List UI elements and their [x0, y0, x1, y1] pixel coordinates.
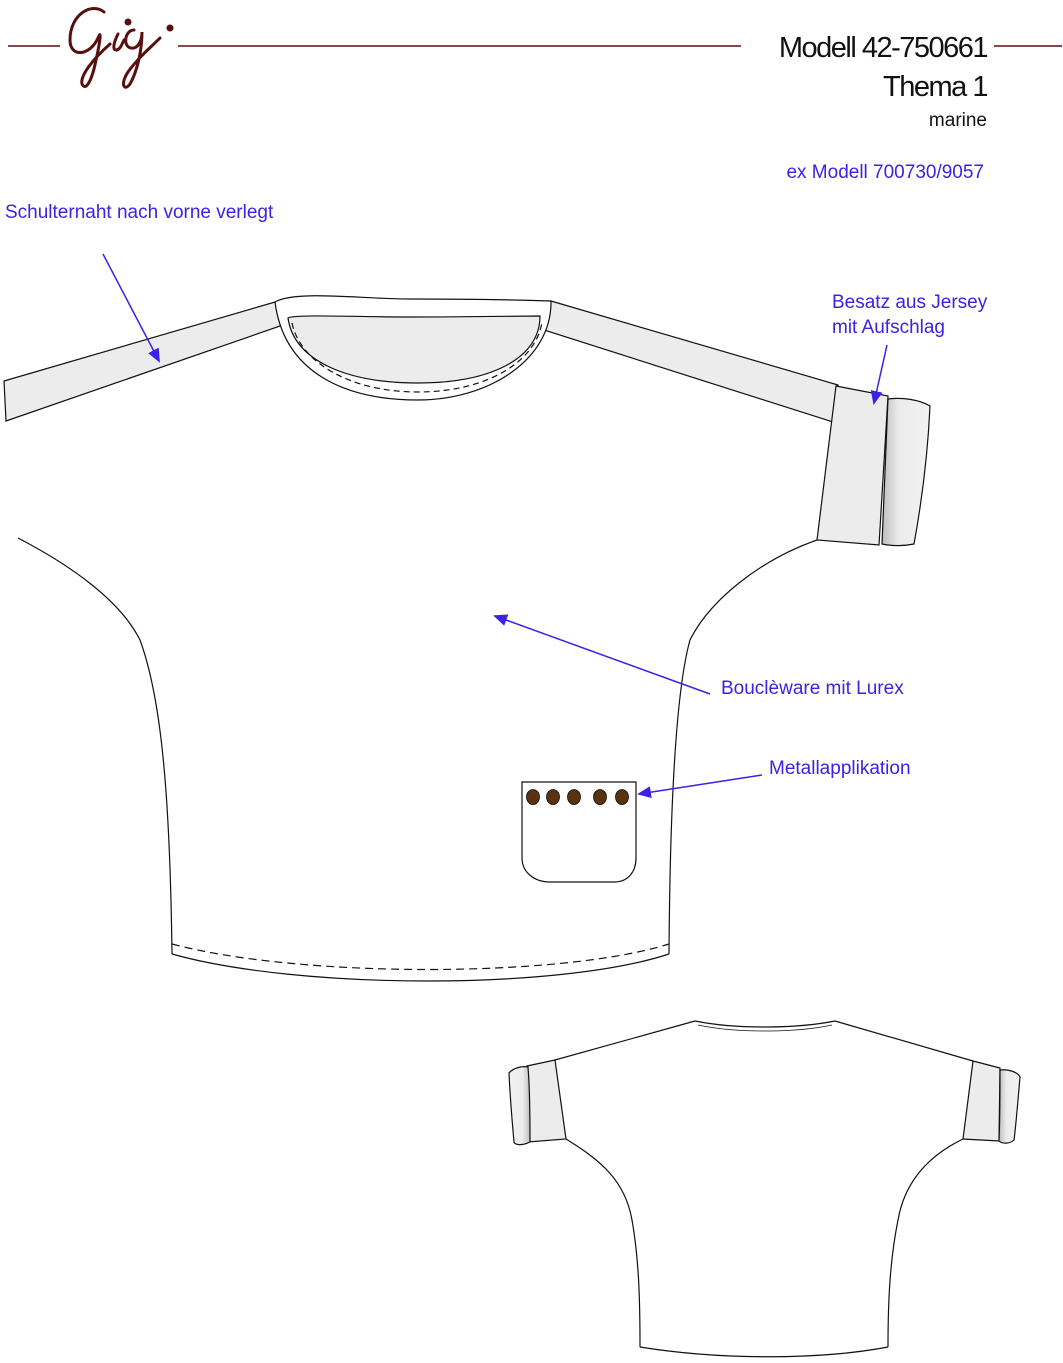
- right-shoulder-band: [543, 300, 839, 424]
- back-body-left-side: [565, 1138, 641, 1348]
- front-sleeve-cuff: [816, 385, 889, 546]
- stud: [567, 789, 581, 805]
- theme-label: Thema 1: [883, 71, 988, 103]
- back-right-turnup: [998, 1069, 1021, 1144]
- jersey-trim-arrow: [870, 344, 888, 405]
- metal-application-note: Metallapplikation: [769, 758, 911, 779]
- shoulder-seam-note: Schulternaht nach vorne verlegt: [5, 202, 274, 223]
- left-shoulder-band: [3, 301, 284, 422]
- annotation-arrows: [102, 253, 888, 799]
- front-view: [3, 295, 931, 982]
- shoulder-seam-arrow: [102, 253, 160, 363]
- back-left-turnup: [508, 1066, 531, 1146]
- back-hem: [639, 1346, 889, 1358]
- back-view: [508, 1020, 1021, 1358]
- front-hem: [171, 953, 670, 982]
- boucle-note: Bouclèware mit Lurex: [721, 678, 904, 699]
- metal-application-arrow: [637, 774, 763, 799]
- jersey-trim-note-line1: Besatz aus Jersey: [832, 292, 988, 313]
- front-sleeve-turnup: [881, 397, 931, 547]
- stud: [526, 789, 540, 805]
- metal-studs: [526, 789, 629, 805]
- back-left-shoulder: [554, 1020, 696, 1061]
- stud: [615, 789, 629, 805]
- back-right-cuff: [962, 1060, 1001, 1142]
- back-body-right-side: [887, 1138, 964, 1348]
- color-label: marine: [928, 110, 987, 131]
- back-right-shoulder: [834, 1020, 974, 1062]
- front-body-right-side: [668, 539, 818, 955]
- stud: [546, 789, 560, 805]
- model-number: Modell 42-750661: [778, 32, 989, 64]
- ex-model-label: ex Modell 700730/9057: [786, 162, 984, 183]
- chest-pocket: [521, 781, 637, 883]
- stud: [593, 789, 607, 805]
- boucle-arrow: [493, 614, 711, 695]
- jersey-trim-note-line2: mit Aufschlag: [832, 317, 945, 338]
- back-left-cuff: [526, 1059, 567, 1143]
- front-body-left-side: [17, 537, 173, 955]
- back-neckline: [694, 1020, 836, 1028]
- gigi-logo: [68, 7, 174, 89]
- neckline-inner: [287, 315, 541, 384]
